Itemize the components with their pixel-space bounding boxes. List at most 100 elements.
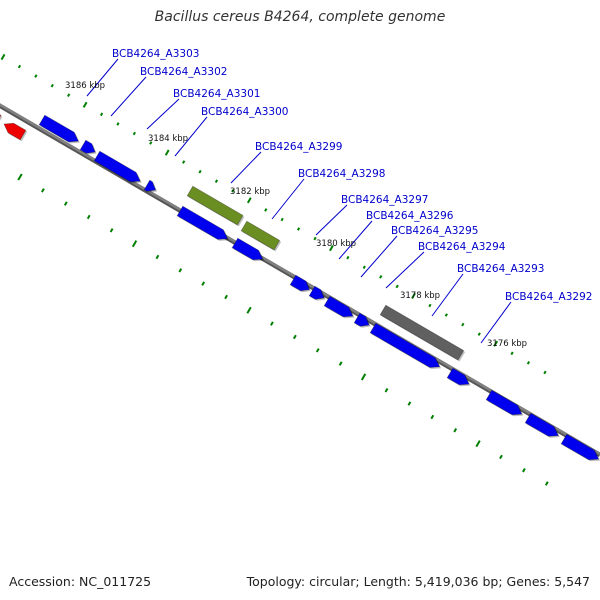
tick-mark (360, 373, 367, 381)
gene-label-bcb4264_a3302[interactable]: BCB4264_A3302 (140, 66, 227, 78)
genome-summary-text: Topology: circular; Length: 5,419,036 bp… (246, 574, 590, 589)
tick-mark (164, 149, 170, 156)
gene-arrow-a3290[interactable] (560, 433, 600, 461)
gene-arrow-a3292b[interactable] (485, 389, 523, 416)
gene-label-bcb4264_a3301[interactable]: BCB4264_A3301 (173, 88, 260, 100)
tick-mark (493, 340, 499, 347)
gene-label-bcb4264_a3299[interactable]: BCB4264_A3299 (255, 141, 342, 153)
tick-mark (329, 245, 334, 252)
tick-mark (313, 236, 317, 241)
rna-feature-2[interactable] (240, 220, 281, 251)
tick-mark (499, 454, 503, 460)
label-leaders (86, 58, 512, 344)
gene-arrow-a3300[interactable] (143, 179, 157, 192)
gene-leader-line (271, 178, 305, 220)
tick-mark (132, 131, 136, 136)
gene-arrow-a3292a[interactable] (446, 367, 470, 386)
tick-mark (428, 303, 432, 308)
tick-mark (315, 348, 320, 353)
tick-mark (246, 306, 252, 314)
tick-mark (526, 361, 531, 365)
scale-label: 3176 kbp (487, 339, 527, 349)
tick-mark (50, 83, 54, 88)
gene-arrow-a3301[interactable] (93, 150, 141, 183)
tick-mark (86, 214, 91, 220)
gene-arrow-a3297[interactable] (289, 274, 310, 292)
tick-mark (544, 481, 549, 486)
tick-mark (63, 201, 68, 206)
pseudo-feature[interactable] (379, 304, 465, 361)
gene-leader-line (338, 220, 373, 260)
tick-mark (379, 274, 383, 279)
gene-label-bcb4264_a3296[interactable]: BCB4264_A3296 (366, 210, 454, 222)
gene-arrow-a3295[interactable] (323, 295, 354, 318)
gene-leader-line (480, 301, 512, 344)
tick-mark (198, 169, 202, 174)
tick-mark (411, 292, 416, 299)
tick-mark (296, 227, 301, 231)
tick-mark (407, 401, 412, 406)
tick-mark (149, 141, 153, 145)
tick-mark (510, 351, 514, 356)
gene-arrow-a3303[interactable] (38, 114, 79, 143)
tick-mark (155, 254, 160, 260)
tick-mark (41, 188, 45, 193)
tick-mark (224, 294, 228, 300)
tick-mark (264, 208, 268, 212)
accession-text: Accession: NC_011725 (9, 574, 152, 589)
gene-label-bcb4264_a3292[interactable]: BCB4264_A3292 (505, 291, 592, 303)
tick-mark (395, 284, 399, 289)
gene-leader-line (110, 76, 147, 117)
gene-arrow-a3291[interactable] (524, 412, 559, 437)
tick-mark (522, 468, 526, 473)
gene-label-bcb4264_a3300[interactable]: BCB4264_A3300 (201, 106, 288, 118)
gene-label-bcb4264_a3293[interactable]: BCB4264_A3293 (457, 263, 544, 275)
gene-labels: BCB4264_A3303BCB4264_A3302BCB4264_A3301B… (112, 48, 592, 303)
gene-label-bcb4264_a3303[interactable]: BCB4264_A3303 (112, 48, 199, 60)
gene-arrow-a3299[interactable] (176, 205, 229, 240)
tick-mark (430, 414, 435, 420)
gene-arrow-a3294[interactable] (353, 312, 370, 327)
tick-mark (116, 122, 120, 126)
tick-mark (131, 240, 138, 248)
scale-label: 3180 kbp (316, 239, 356, 249)
scale-label: 3182 kbp (230, 187, 270, 197)
tick-mark (34, 74, 38, 78)
gene-arrow-a3298[interactable] (231, 237, 264, 261)
scale-label: 3186 kbp (65, 81, 105, 91)
gene-leader-line (360, 235, 398, 278)
rna-feature-1[interactable] (186, 185, 244, 226)
tick-mark (109, 228, 114, 233)
tick-mark (477, 332, 481, 336)
gene-arrow-a3302[interactable] (79, 139, 96, 154)
gene-label-bcb4264_a3294[interactable]: BCB4264_A3294 (418, 241, 506, 253)
tick-mark (182, 160, 186, 164)
tick-mark (231, 188, 235, 193)
scale-label: 3178 kbp (400, 291, 440, 301)
reverse-gene-arrow-1[interactable] (0, 108, 2, 125)
gene-arrow-a3296[interactable] (308, 285, 325, 300)
tick-mark (17, 173, 23, 181)
gene-label-bcb4264_a3298[interactable]: BCB4264_A3298 (298, 168, 385, 180)
tick-mark (270, 321, 274, 326)
tick-mark (338, 361, 343, 366)
tick-mark (214, 179, 219, 183)
reverse-gene-arrow-2[interactable] (3, 122, 27, 141)
reverse-gene-arrow-1-shadow (0, 115, 3, 121)
tick-mark (0, 53, 6, 61)
tick-mark (82, 101, 88, 108)
gene-leader-line (174, 116, 208, 157)
tick-mark (17, 64, 22, 69)
tick-mark (67, 93, 71, 97)
tick-mark (246, 197, 252, 204)
scale-ticks (0, 53, 549, 486)
feature-track (0, 108, 600, 462)
gene-leader-line (431, 273, 464, 317)
gene-label-bcb4264_a3297[interactable]: BCB4264_A3297 (341, 194, 428, 206)
tick-mark (201, 281, 206, 286)
gene-arrow-a3293[interactable] (369, 322, 441, 368)
gene-label-bcb4264_a3295[interactable]: BCB4264_A3295 (391, 225, 478, 237)
